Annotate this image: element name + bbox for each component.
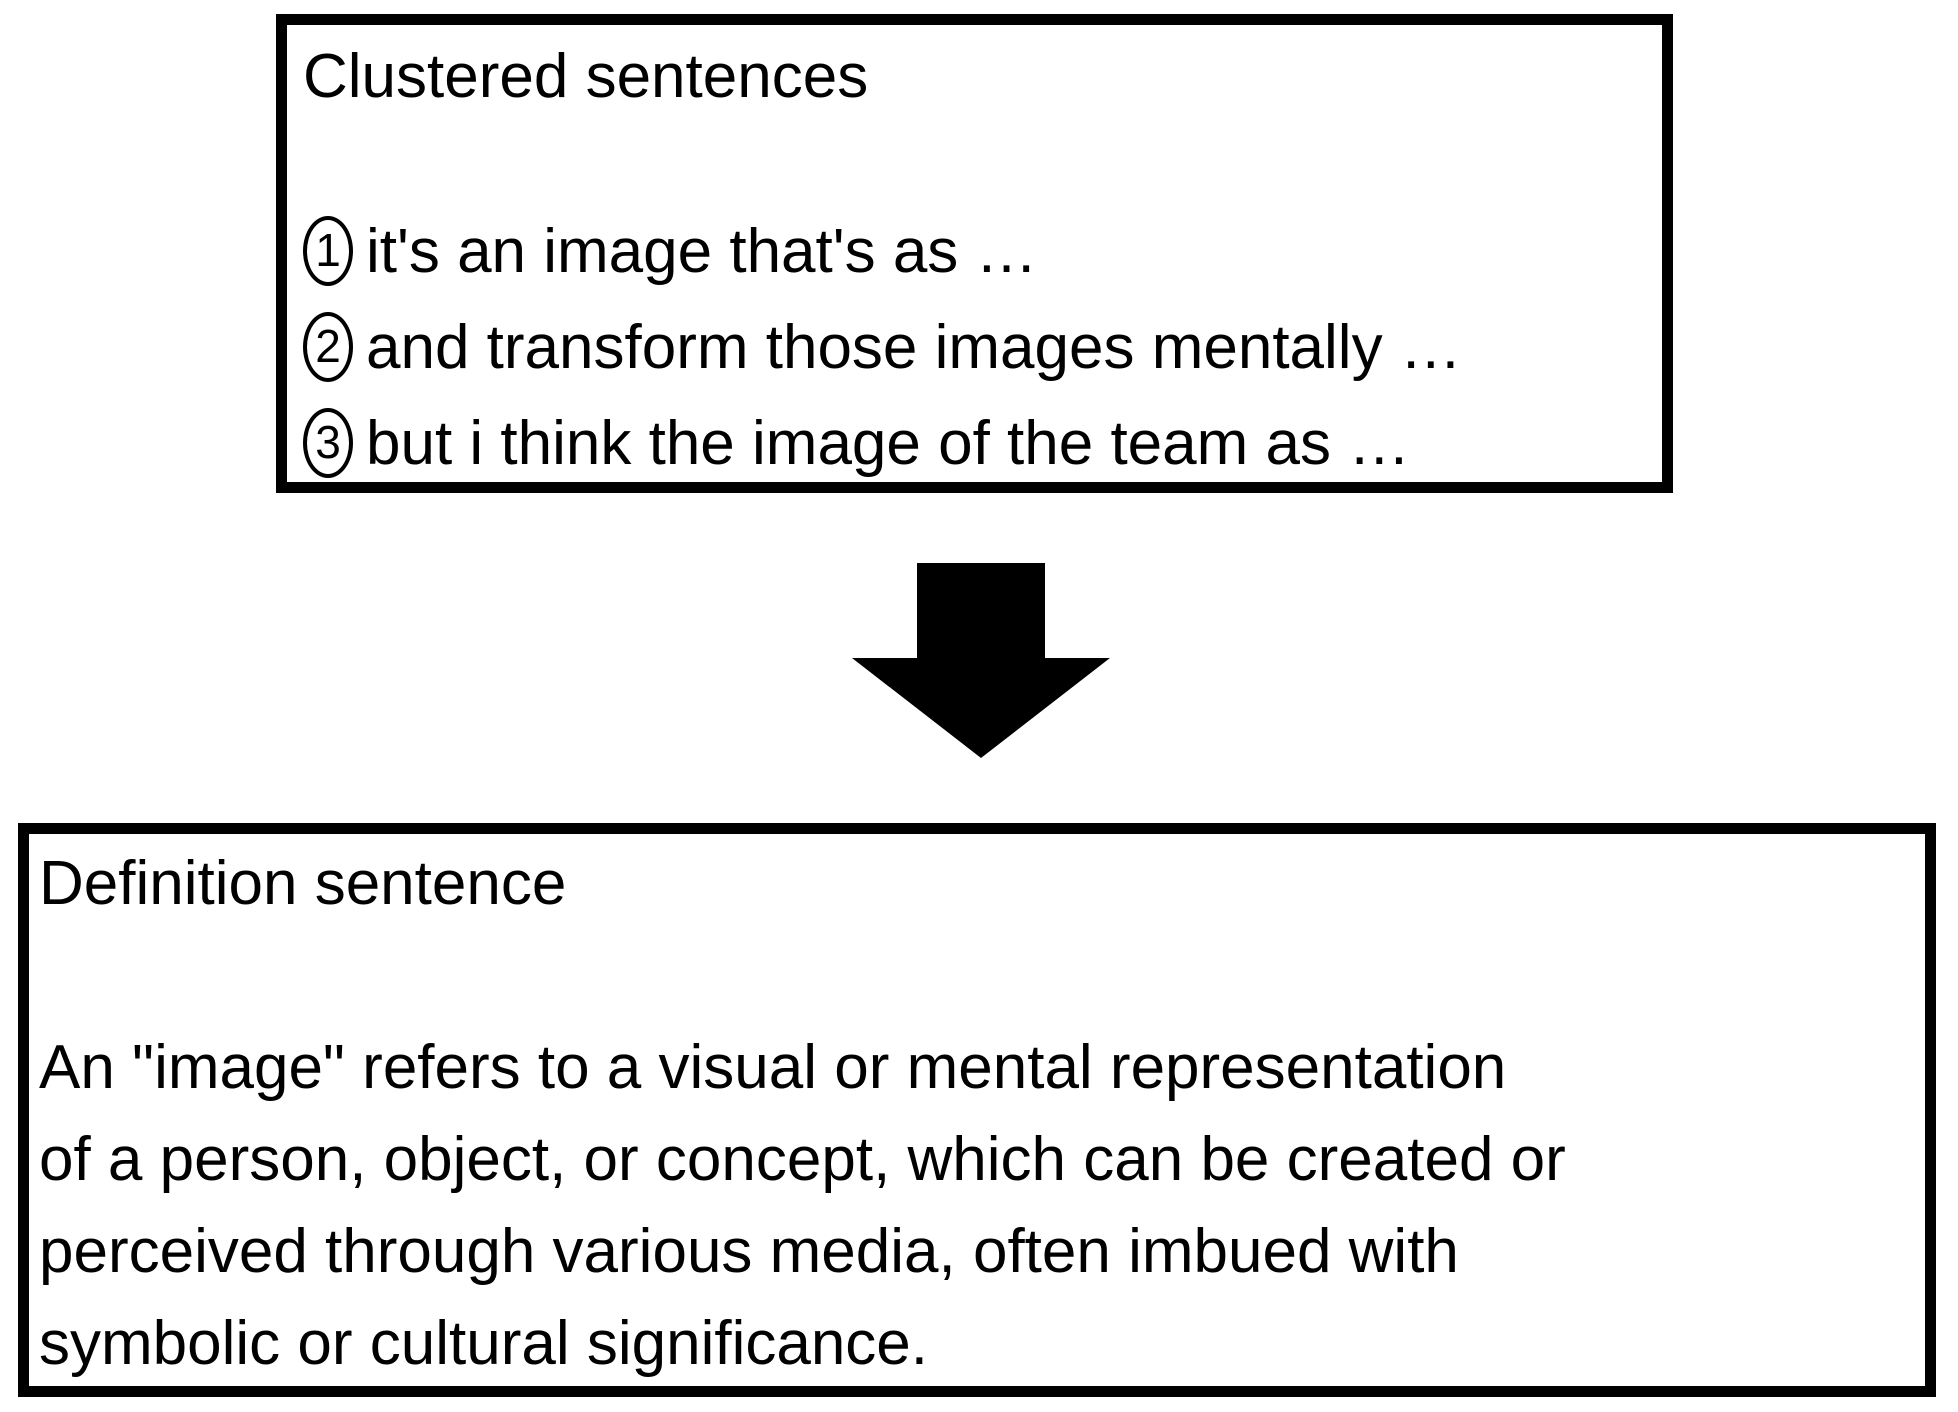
down-arrow-icon: [852, 563, 1110, 758]
circled-number-1-icon: 1: [303, 216, 353, 286]
sentence-text: and transform those images mentally …: [366, 312, 1462, 382]
sentence-text: but i think the image of the team as …: [366, 408, 1411, 478]
definition-sentence-title: Definition sentence: [39, 849, 567, 918]
spacer: [39, 930, 1905, 1022]
clustered-sentences-box: Clustered sentences 1 it's an image that…: [276, 14, 1673, 493]
circled-number-3-icon: 3: [303, 408, 353, 478]
list-item: 2 and transform those images mentally …: [303, 299, 1642, 395]
definition-sentence-box: Definition sentence An "image" refers to…: [18, 823, 1936, 1397]
spacer: [303, 125, 1642, 203]
circled-number-2-icon: 2: [303, 312, 353, 382]
clustered-sentences-title: Clustered sentences: [303, 42, 869, 111]
list-item: 1 it's an image that's as …: [303, 203, 1642, 299]
definition-sentence-body: An "image" refers to a visual or mental …: [39, 1033, 1566, 1378]
sentence-text: it's an image that's as …: [366, 216, 1038, 286]
list-item: 3 but i think the image of the team as …: [303, 395, 1642, 491]
